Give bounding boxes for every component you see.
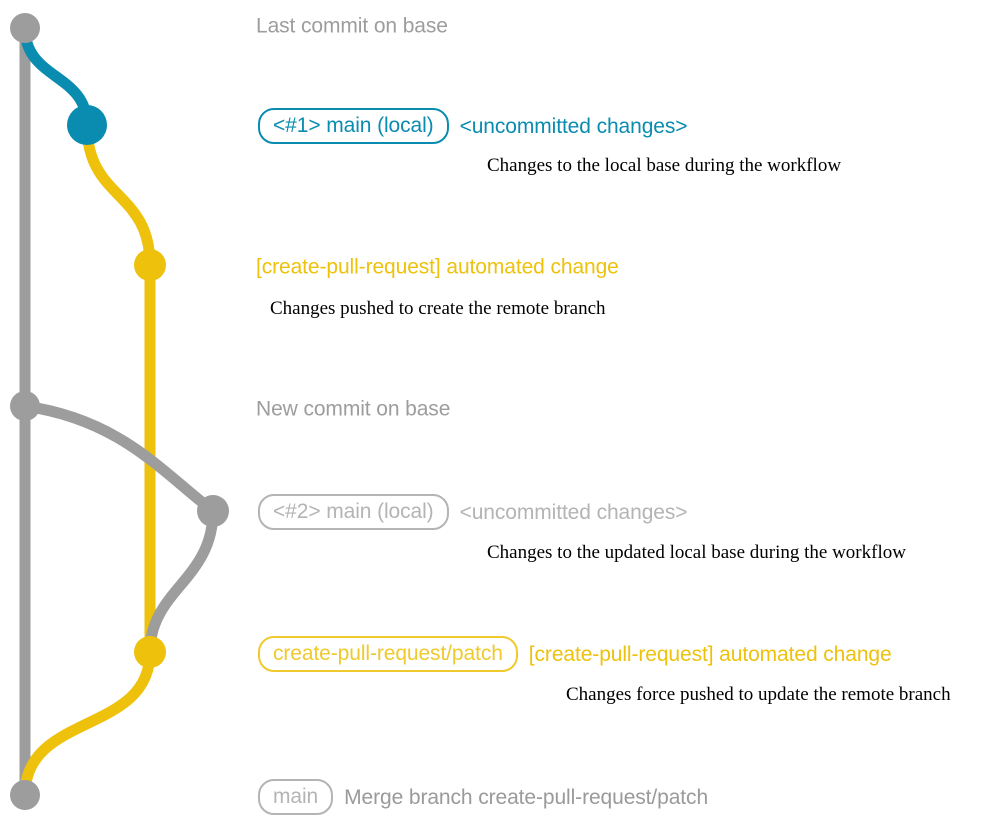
row-merge-commit: main Merge branch create-pull-request/pa…	[258, 779, 708, 815]
last-commit-on-base-label: Last commit on base	[256, 14, 448, 38]
branch-badge-main[interactable]: main	[258, 779, 334, 815]
node-merge-commit[interactable]	[10, 780, 40, 810]
automated-change-label-2: [create-pull-request] automated change	[528, 642, 892, 666]
subnote-local-changes-1: Changes to the local base during the wor…	[487, 155, 842, 176]
row-last-commit-on-base: Last commit on base	[256, 16, 448, 37]
node-local-commit-1[interactable]	[67, 105, 107, 145]
row-new-commit-on-base: New commit on base	[256, 399, 450, 420]
branch-badge-create-pull-request-patch[interactable]: create-pull-request/patch	[258, 636, 518, 672]
row-automated-change-2: create-pull-request/patch [create-pull-r…	[258, 636, 892, 672]
new-commit-on-base-label: New commit on base	[256, 397, 451, 421]
edge-patch-2-to-merge	[19, 646, 156, 801]
subnote-local-changes-2: Changes to the updated local base during…	[487, 542, 906, 563]
node-base-head[interactable]	[10, 13, 40, 43]
edge-local-1-to-patch-1	[81, 119, 156, 271]
node-base-new-commit[interactable]	[10, 391, 40, 421]
node-local-commit-2[interactable]	[197, 495, 229, 527]
branch-badge-main-local-1[interactable]: <#1> main (local)	[258, 108, 449, 144]
node-patch-commit-1[interactable]	[134, 249, 166, 281]
uncommitted-changes-label-1: <uncommitted changes>	[459, 114, 688, 138]
subnote-force-pushed-update-remote: Changes force pushed to update the remot…	[566, 684, 951, 705]
subnote-pushed-create-remote: Changes pushed to create the remote bran…	[270, 298, 606, 319]
uncommitted-changes-label-2: <uncommitted changes>	[459, 500, 688, 524]
branch-badge-main-local-2[interactable]: <#2> main (local)	[258, 494, 449, 530]
row-local-uncommitted-1: <#1> main (local) <uncommitted changes>	[258, 108, 688, 144]
row-automated-change-1: [create-pull-request] automated change	[256, 257, 619, 278]
edge-base-to-local-2	[19, 400, 219, 517]
merge-commit-message: Merge branch create-pull-request/patch	[344, 785, 709, 809]
node-patch-commit-2[interactable]	[134, 636, 166, 668]
edge-local-2-to-patch-2	[144, 505, 219, 658]
automated-change-label-1: [create-pull-request] automated change	[256, 255, 619, 279]
row-local-uncommitted-2: <#2> main (local) <uncommitted changes>	[258, 494, 688, 530]
